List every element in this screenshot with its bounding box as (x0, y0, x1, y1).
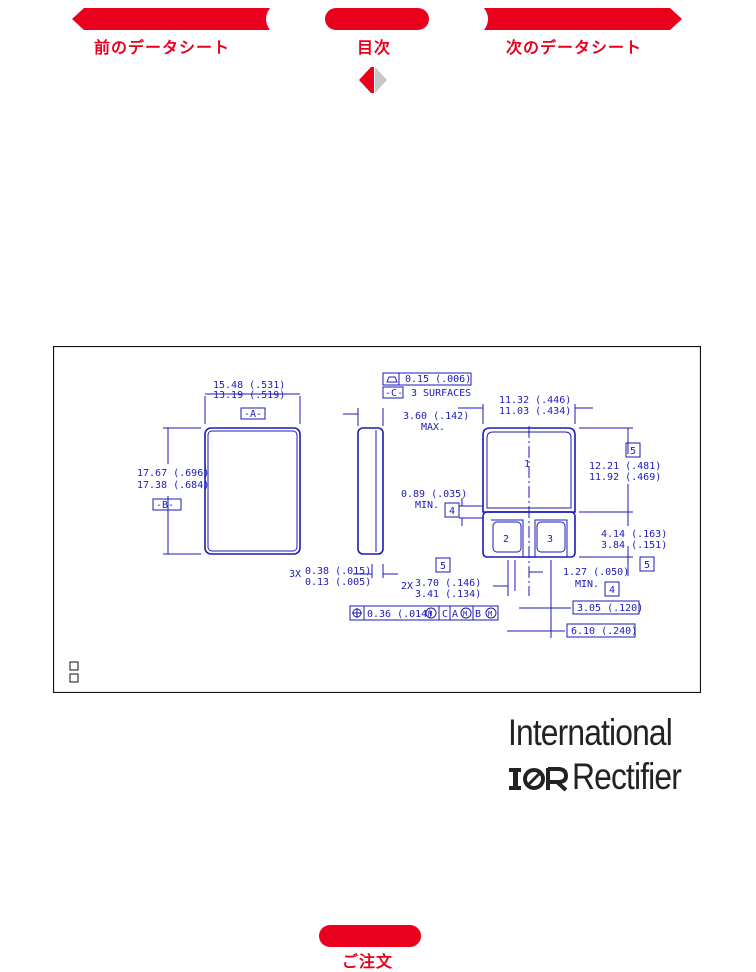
dim-height-min: 17.38 (.684) (137, 480, 209, 491)
dim-height-max: 17.67 (.696) (137, 468, 209, 479)
page-arrows (359, 67, 387, 93)
tol-datum-c: C (442, 609, 448, 620)
package-bottom-view (482, 427, 576, 513)
note-5-b: 5 (644, 560, 650, 571)
prev-datasheet-button[interactable]: 前のデータシート (70, 6, 270, 57)
package-front-view (204, 427, 301, 555)
tol-datum-a: A (452, 609, 458, 620)
dim-width-max: 15.48 (.531) (213, 380, 285, 391)
mmc-1: M (428, 610, 432, 618)
toc-tab-shape (325, 8, 429, 30)
ir-logo-mark (508, 766, 572, 796)
dim-right-width-min: 11.03 (.434) (499, 406, 571, 417)
datum-c: -C- (385, 388, 403, 399)
prefix-2x: 2X (401, 581, 413, 592)
datum-b: -B- (156, 500, 174, 511)
next-page-arrow-icon[interactable] (375, 67, 387, 93)
dim-width-min: 13.19 (.519) (213, 390, 285, 401)
pin-1-label: 1 (524, 459, 530, 470)
pin-3-label: 3 (547, 534, 553, 545)
dim-089: 0.89 (.035) (401, 489, 467, 500)
pin-3-pad (536, 521, 566, 553)
dim-lead-thick-max: 0.38 (.015) (305, 566, 371, 577)
dim-1221-max: 12.21 (.481) (589, 461, 661, 472)
prefix-3x: 3X (289, 569, 301, 580)
prev-datasheet-label: 前のデータシート (94, 38, 231, 57)
min-label-2: MIN. (575, 579, 599, 590)
order-button[interactable]: ご注文 (318, 924, 422, 972)
logo-international: International (508, 712, 673, 753)
mmc-3: M (488, 610, 492, 618)
dim-370-max: 3.70 (.146) (415, 578, 481, 589)
min-label: MIN. (415, 500, 439, 511)
dim-lead-thick-min: 0.13 (.005) (305, 577, 371, 588)
dim-305: 3.05 (.120) (577, 603, 643, 614)
package-outline-drawing: 15.48 (.531) 13.19 (.519) -A- 17.67 (.69… (52, 345, 702, 694)
logo-rectifier: Rectifier (572, 756, 682, 797)
surfaces-label: 3 SURFACES (411, 388, 471, 399)
dim-414-max: 4.14 (.163) (601, 529, 667, 540)
dim-right-width-max: 11.32 (.446) (499, 395, 571, 406)
pin-2-pad (492, 521, 522, 553)
mmc-2: M (463, 610, 467, 618)
tol-datum-b: B (475, 609, 481, 620)
flatness-value: 0.15 (.006) (405, 374, 471, 385)
pin-2-label: 2 (503, 534, 509, 545)
order-tab-shape (319, 925, 421, 947)
next-datasheet-button[interactable]: 次のデータシート (484, 6, 684, 57)
dim-610: 6.10 (.240) (571, 626, 637, 637)
toc-label: 目次 (357, 38, 392, 57)
toc-button[interactable]: 目次 (324, 6, 430, 57)
next-tab-shape (484, 8, 682, 30)
note-4-b: 4 (609, 585, 615, 596)
order-label: ご注文 (342, 952, 394, 971)
dim-127: 1.27 (.050) (563, 567, 629, 578)
note-5-a: 5 (630, 446, 636, 457)
note-4-a: 4 (449, 506, 455, 517)
tol-value: 0.36 (.014) (367, 609, 433, 620)
dim-370-min: 3.41 (.134) (415, 589, 481, 600)
note-5-c: 5 (440, 561, 446, 572)
position-tolerance-frame (349, 605, 499, 621)
flatness-icon (386, 376, 398, 383)
prev-tab-shape (72, 8, 270, 30)
dim-414-min: 3.84 (.151) (601, 540, 667, 551)
prev-page-arrow-icon[interactable] (359, 67, 371, 93)
max-label: MAX. (421, 422, 445, 433)
package-side-view (357, 427, 384, 555)
max-thickness: 3.60 (.142) (403, 411, 469, 422)
dim-1221-min: 11.92 (.469) (589, 472, 661, 483)
datum-a: -A- (244, 409, 262, 420)
next-datasheet-label: 次のデータシート (506, 38, 643, 57)
